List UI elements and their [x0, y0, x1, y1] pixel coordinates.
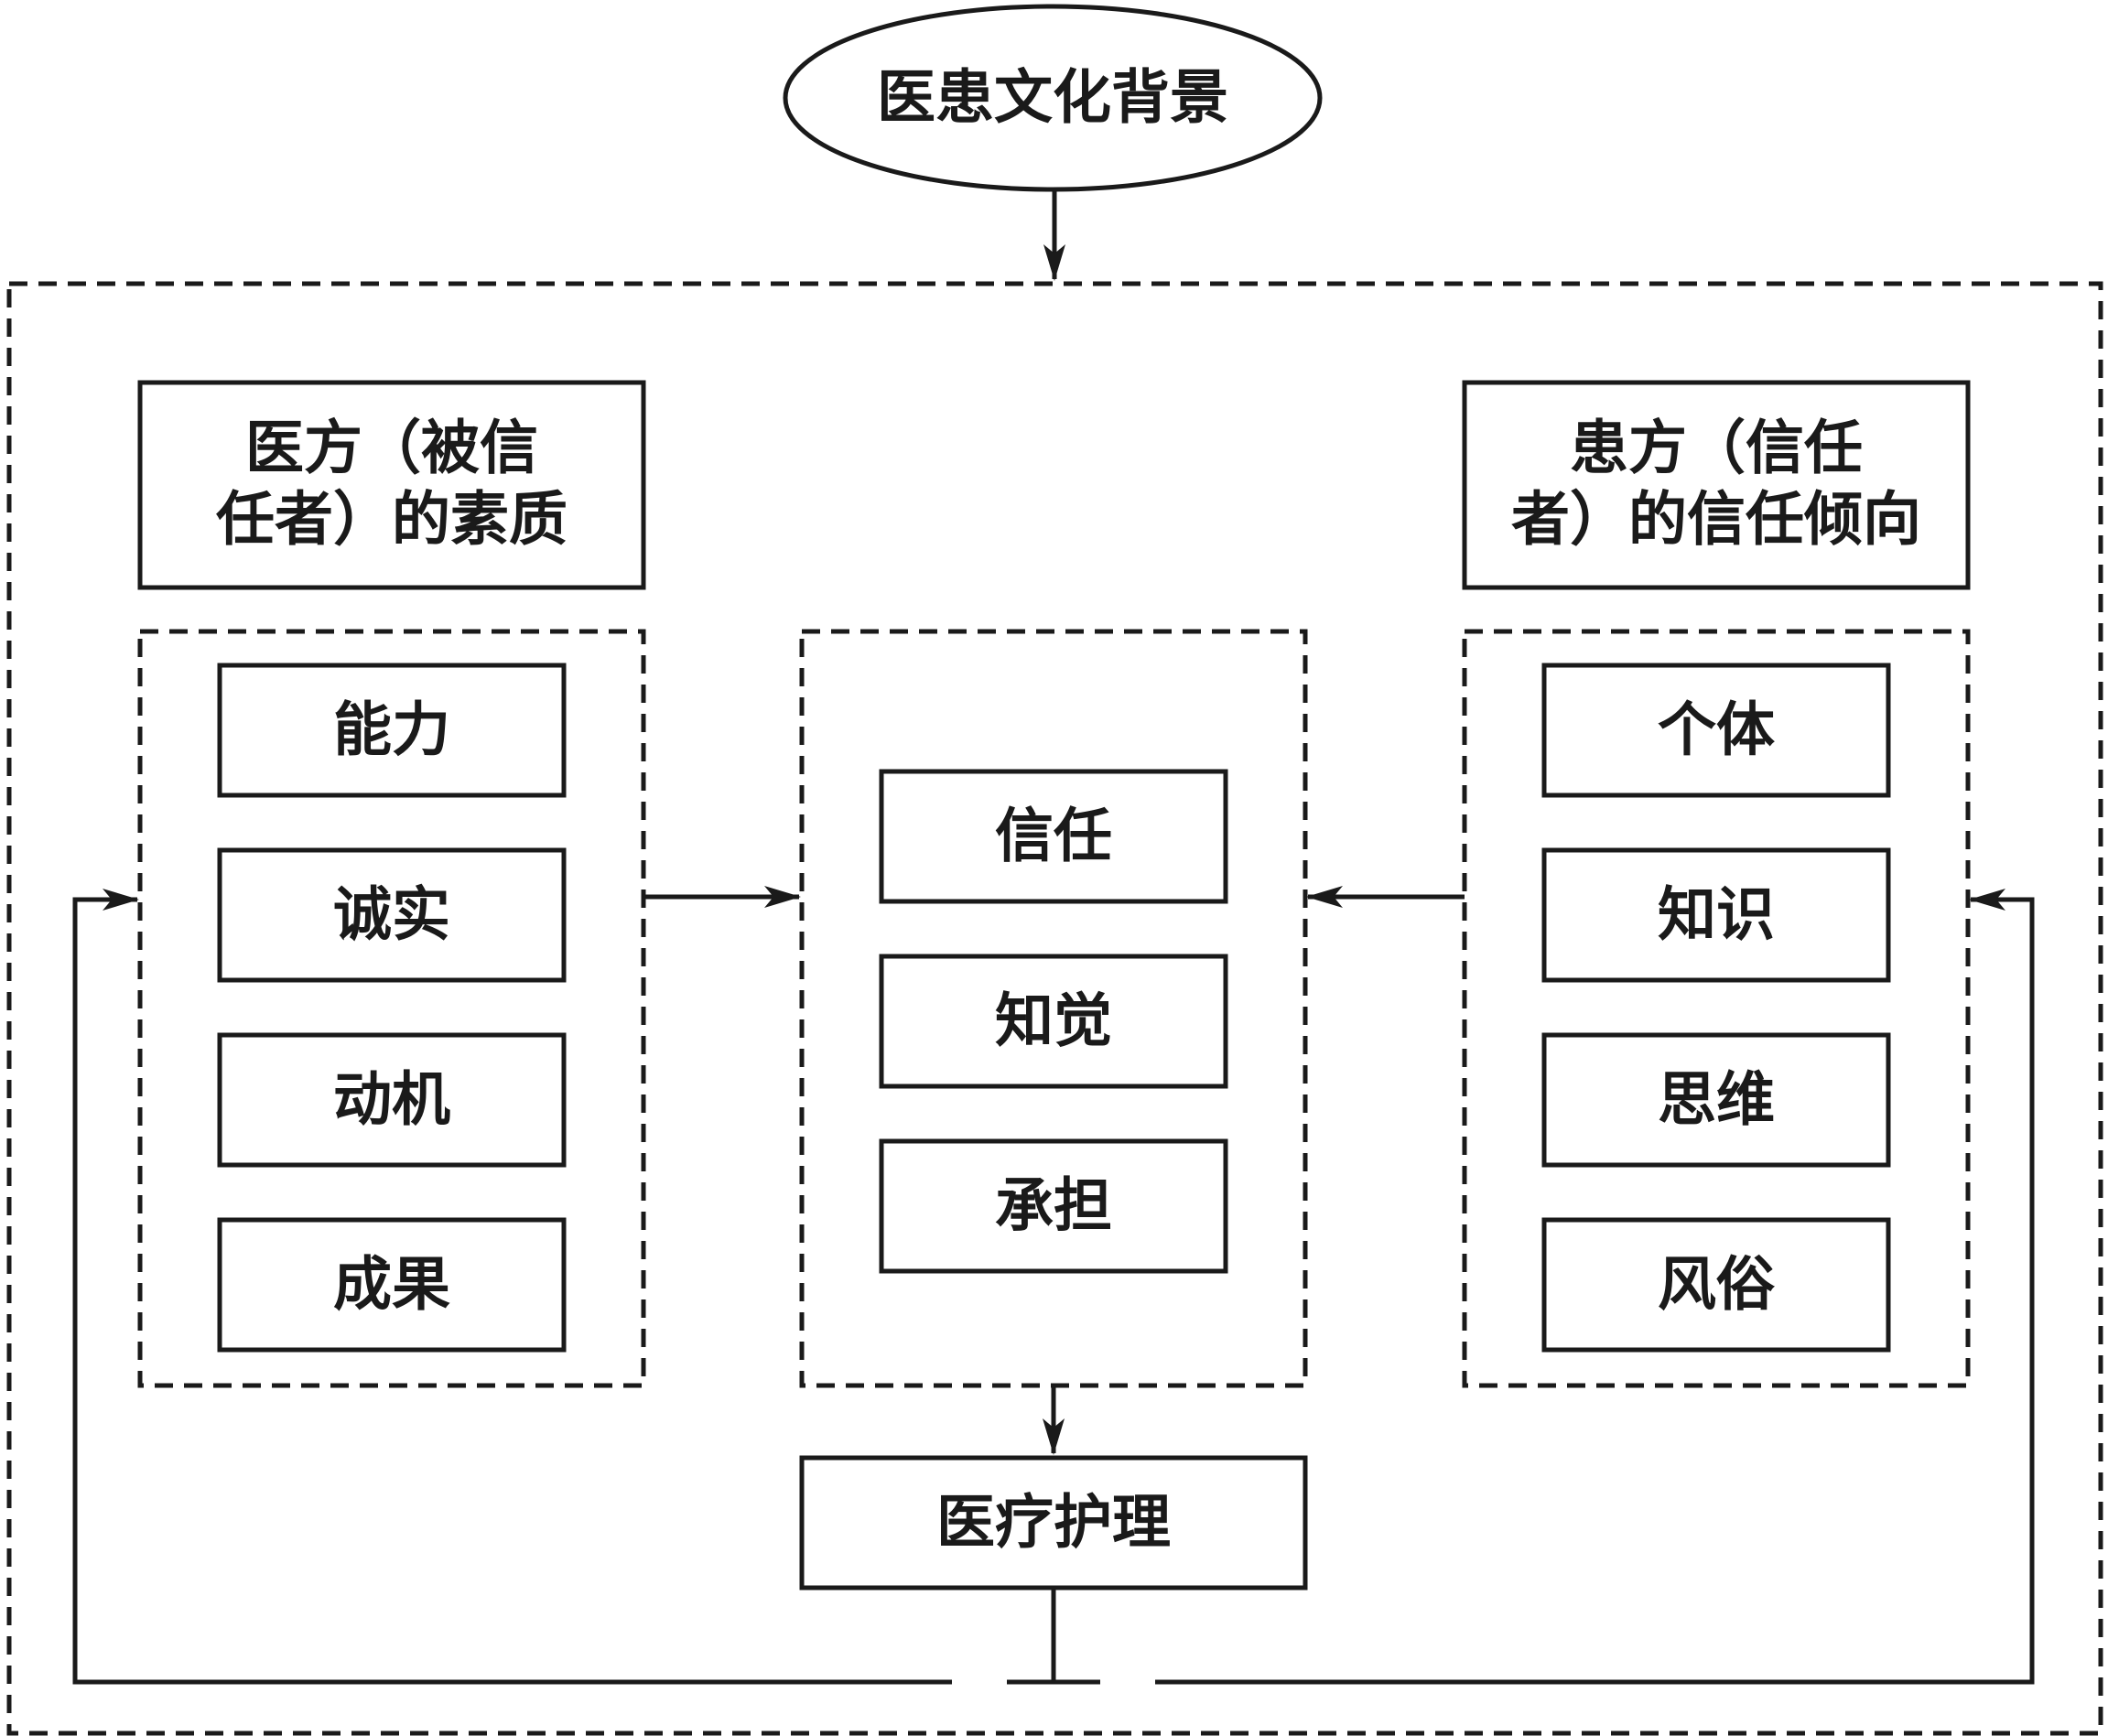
- patient-item: 风俗: [1541, 1217, 1891, 1353]
- patient-items-group: [1462, 629, 1971, 1388]
- trust-item: 知觉: [879, 954, 1228, 1089]
- trust-item-label: 知觉: [995, 987, 1112, 1056]
- outer-container: [6, 281, 2103, 1736]
- provider-qualities-header: 医方（被信 任者）的素质: [137, 380, 646, 590]
- provider-item: 能力: [217, 663, 567, 798]
- provider-item: 成果: [217, 1217, 567, 1353]
- trust-item-label: 承担: [995, 1172, 1112, 1241]
- provider-header-line2: 任者）的素质: [216, 486, 568, 555]
- provider-item: 动机: [217, 1032, 567, 1168]
- provider-items-group: [137, 629, 646, 1388]
- patient-item: 知识: [1541, 847, 1891, 983]
- patient-item-label: 知识: [1658, 881, 1775, 950]
- provider-item-label: 动机: [333, 1066, 450, 1135]
- feedback-to-patient-arrow: [1155, 889, 2035, 1685]
- patient-item: 个体: [1541, 663, 1891, 798]
- provider-item-label: 能力: [333, 696, 450, 765]
- patient-header-line2: 者）的信任倾向: [1511, 486, 1921, 555]
- patient-item-label: 风俗: [1658, 1251, 1776, 1320]
- provider-header-line1: 医方（被信: [245, 415, 538, 483]
- provider-item: 诚实: [217, 847, 567, 983]
- patient-item: 思维: [1541, 1032, 1891, 1168]
- patient-item-label: 思维: [1658, 1066, 1775, 1135]
- provider-item-label: 成果: [333, 1251, 450, 1320]
- medical-care-node: 医疗护理: [799, 1455, 1308, 1590]
- patient-header-line1: 患方（信任: [1570, 415, 1863, 483]
- trust-item: 承担: [879, 1138, 1228, 1274]
- feedback-to-provider-arrow: [72, 889, 952, 1685]
- culture-background-label: 医患文化背景: [877, 64, 1228, 133]
- trust-item-label: 信任: [995, 803, 1112, 871]
- culture-background-node: 医患文化背景: [783, 4, 1323, 192]
- patient-item-label: 个体: [1658, 696, 1775, 765]
- trust-item: 信任: [879, 769, 1228, 904]
- provider-item-label: 诚实: [333, 881, 450, 950]
- patient-tendency-header: 患方（信任 者）的信任倾向: [1462, 380, 1971, 590]
- medical-care-label: 医疗护理: [936, 1489, 1171, 1558]
